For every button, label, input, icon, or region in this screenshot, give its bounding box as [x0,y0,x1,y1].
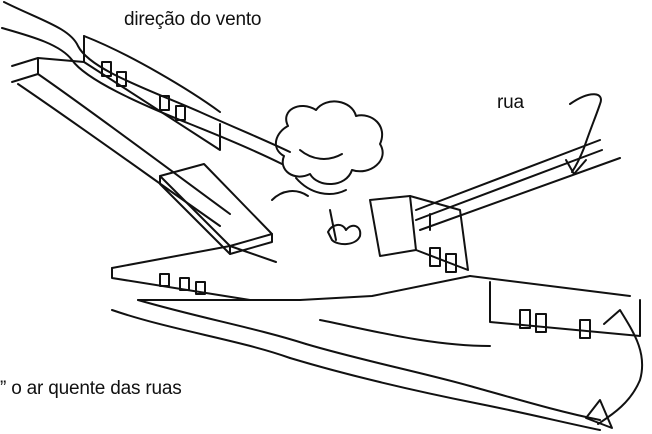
right-buildings [369,139,641,339]
street-label: rua [497,92,524,113]
left-plaza [159,163,273,255]
wind-direction-label: direção do vento [124,9,262,30]
lower-left-street [111,245,307,359]
lower-right-walls [289,275,601,431]
wind-arrow [1,1,291,165]
upper-left-building [11,35,231,227]
crossing-trees [271,100,384,246]
hot-air-label: ” o ar quente das ruas [0,378,182,399]
hot-air-arrow [585,309,644,429]
